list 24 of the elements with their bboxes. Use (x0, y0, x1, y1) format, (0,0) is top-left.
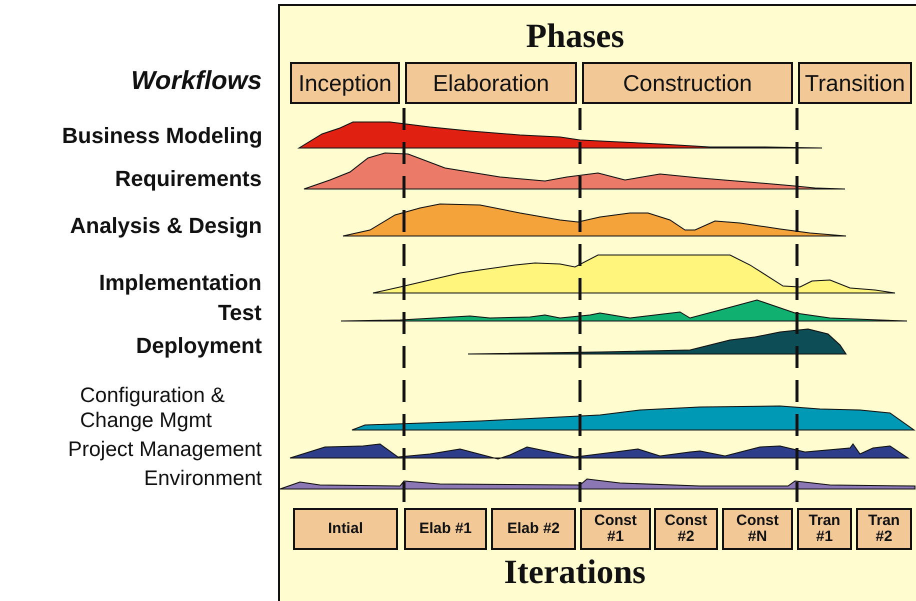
phase-box: Inception (290, 62, 400, 104)
iteration-box: Elab #2 (491, 508, 576, 550)
phase-box: Elaboration (405, 62, 577, 104)
workflow-label: Deployment (136, 332, 262, 360)
workflow-label: Business Modeling (62, 122, 262, 150)
workflow-label: Implementation (99, 269, 262, 297)
workflow-label: Requirements (115, 165, 262, 193)
column-heading: Workflows (131, 64, 262, 96)
workflow-label: Project Management (68, 437, 262, 462)
iteration-box: Elab #1 (404, 508, 487, 550)
phase-box: Construction (582, 62, 793, 104)
workflow-label: Analysis & Design (70, 212, 262, 240)
iteration-box: Const #2 (654, 508, 718, 550)
iteration-box: Intial (293, 508, 398, 550)
section-heading: Phases (526, 18, 624, 56)
phase-box: Transition (798, 62, 912, 104)
workflow-label: Configuration & Change Mgmt (80, 383, 226, 433)
iteration-box: Tran #1 (797, 508, 852, 550)
iteration-box: Const #N (722, 508, 793, 550)
workflow-label: Environment (144, 466, 262, 491)
iteration-box: Const #1 (580, 508, 651, 550)
section-heading: Iterations (504, 554, 646, 592)
workflow-label: Test (218, 299, 262, 327)
iteration-box: Tran #2 (856, 508, 912, 550)
